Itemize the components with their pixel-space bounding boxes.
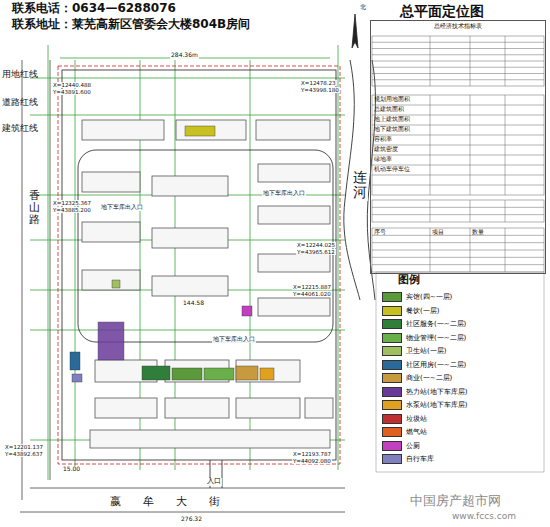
- map-label: X=12201.137: [4, 444, 44, 450]
- legend-entry: 宾馆(四~一层): [382, 292, 452, 302]
- map-label: 机动车停车位: [374, 166, 410, 172]
- legend-text: 商业(一~二层): [406, 373, 452, 383]
- map-label: 项目: [432, 229, 444, 235]
- legend-entry: 自行车库: [382, 454, 434, 464]
- legend-frame: [376, 272, 544, 472]
- legend-swatch: [382, 319, 402, 329]
- legend-swatch: [382, 292, 402, 302]
- map-label: 用地红线: [2, 70, 38, 80]
- map-label: 284.36m: [170, 52, 199, 59]
- legend-swatch: [382, 387, 402, 397]
- legend-text: 公厕: [406, 441, 420, 451]
- legend-swatch: [382, 441, 402, 451]
- map-label: 联系地址：莱芜高新区管委会大楼804B房间: [12, 18, 250, 31]
- legend-swatch: [382, 360, 402, 370]
- map-label: 道路红线: [2, 98, 38, 108]
- legend-text: 餐饮(一层): [406, 306, 439, 316]
- facility-blocks: [70, 126, 274, 382]
- legend-entry: 垃圾站: [382, 414, 427, 424]
- legend-text: 社区服务(一~二层): [406, 319, 466, 329]
- map-label: Y=44092.080: [292, 458, 332, 464]
- map-label: 连河: [352, 170, 368, 201]
- map-label: 中国房产超市网: [410, 494, 501, 508]
- map-label: 144.58: [182, 300, 205, 307]
- legend-entry: 商业(一~二层): [382, 373, 452, 383]
- legend-entry: 公厕: [382, 441, 420, 451]
- map-label: 北: [360, 4, 366, 11]
- legend-text: 卫生站(一层): [406, 346, 446, 356]
- legend-text: 水泵站(地下车库层): [406, 400, 467, 410]
- legend-entry: 社区服务(一~二层): [382, 319, 466, 329]
- legend-swatch: [382, 427, 402, 437]
- map-label: www.fccs.com: [452, 512, 516, 522]
- legend-text: 垃圾站: [406, 414, 427, 424]
- red-lines: [58, 66, 340, 464]
- legend-text: 物业管理(一~二层): [406, 333, 466, 343]
- site-boundary: [62, 70, 336, 488]
- legend-entry: 水泵站(地下车库层): [382, 400, 467, 410]
- map-label: 建筑密度: [374, 146, 398, 152]
- map-label: 规划用地面积: [374, 96, 410, 102]
- legend-text: 燃气站: [406, 427, 427, 437]
- index-table-grid: [372, 36, 544, 272]
- map-label: 地上建筑面积: [374, 116, 410, 122]
- map-label: Y=43965.612: [296, 249, 336, 255]
- legend-entry: 餐饮(一层): [382, 306, 439, 316]
- roads: [20, 60, 345, 512]
- legend-swatch: [382, 373, 402, 383]
- legend-swatch: [382, 346, 402, 356]
- map-title: 总平面定位图: [400, 4, 484, 19]
- coordinate-grid: [30, 45, 345, 480]
- map-label: 建筑红线: [2, 124, 38, 134]
- map-label: 15.00: [62, 466, 81, 473]
- map-label: 276.32: [180, 516, 203, 523]
- legend-swatch: [382, 414, 402, 424]
- legend-entry: 物业管理(一~二层): [382, 333, 466, 343]
- map-label: 地下车库出入口: [212, 336, 256, 343]
- map-label: 联系电话：0634—6288076: [12, 2, 176, 15]
- legend-swatch: [382, 333, 402, 343]
- legend-text: 社区用房(一~二层): [406, 360, 466, 370]
- legend-swatch: [382, 306, 402, 316]
- legend-text: 热力站(地下车库层): [406, 387, 467, 397]
- map-label: 图例: [398, 274, 420, 286]
- legend-entry: 燃气站: [382, 427, 427, 437]
- map-label: 地下建筑面积: [374, 126, 410, 132]
- north-arrow: [352, 14, 358, 48]
- legend-text: 宾馆(四~一层): [406, 292, 452, 302]
- map-label: X=12440.488: [52, 82, 92, 88]
- map-label: Y=43998.180: [300, 87, 340, 93]
- map-label: 容积率: [374, 136, 392, 142]
- map-label: 序号: [374, 229, 386, 235]
- map-label: Y=43885.200: [52, 207, 92, 213]
- legend-text: 自行车库: [406, 454, 434, 464]
- legend-swatch: [382, 454, 402, 464]
- buildings: [82, 120, 333, 448]
- map-label: 入口: [206, 478, 222, 486]
- legend-swatch: [382, 400, 402, 410]
- map-label: Y=43892.637: [4, 451, 44, 457]
- map-label: 绿地率: [374, 156, 392, 162]
- legend-entry: 卫生站(一层): [382, 346, 446, 356]
- legend-entry: 热力站(地下车库层): [382, 387, 467, 397]
- map-label: X=12325.367: [52, 200, 92, 206]
- map-label: 香山路: [29, 190, 40, 226]
- map-label: X=12478.23: [300, 80, 337, 86]
- map-label: 总建筑面积: [374, 106, 404, 112]
- table-heading: 总经济技术指标表: [371, 21, 545, 32]
- map-label: 地下车库出入口: [100, 204, 144, 211]
- map-label: Y=44061.020: [292, 291, 332, 297]
- map-label: X=12193.787: [292, 451, 332, 457]
- map-label: X=12215.887: [292, 284, 332, 290]
- map-label: Y=43891.600: [52, 89, 92, 95]
- map-label: 嬴牟大街: [110, 496, 242, 508]
- map-label: 地下车库出入口: [262, 190, 306, 197]
- map-label: X=12244.025: [296, 242, 336, 248]
- legend-entry: 社区用房(一~二层): [382, 360, 466, 370]
- map-label: 数量: [472, 229, 484, 235]
